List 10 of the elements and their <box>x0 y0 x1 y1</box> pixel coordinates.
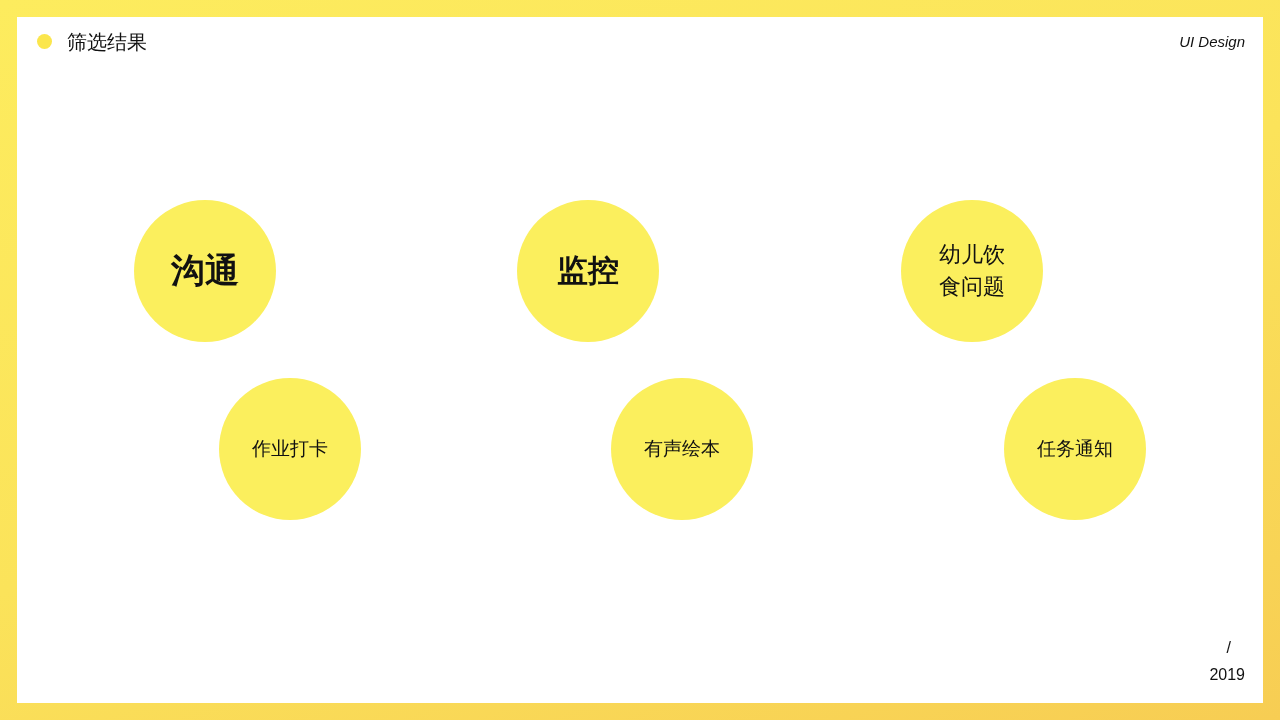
subtitle: UI Design <box>1179 33 1245 51</box>
circle-label: 作业打卡 <box>252 437 328 462</box>
circle-label: 有声绘本 <box>644 437 720 462</box>
year-label: 2019 <box>1209 666 1245 684</box>
circle-label: 任务通知 <box>1037 437 1113 462</box>
separator-slash: / <box>1226 639 1231 657</box>
title: 筛选结果 <box>67 29 147 55</box>
circle-label: 幼儿饮食问题 <box>938 241 1006 301</box>
circle-label: 沟通 <box>171 250 239 292</box>
circle-label: 监控 <box>557 251 619 290</box>
